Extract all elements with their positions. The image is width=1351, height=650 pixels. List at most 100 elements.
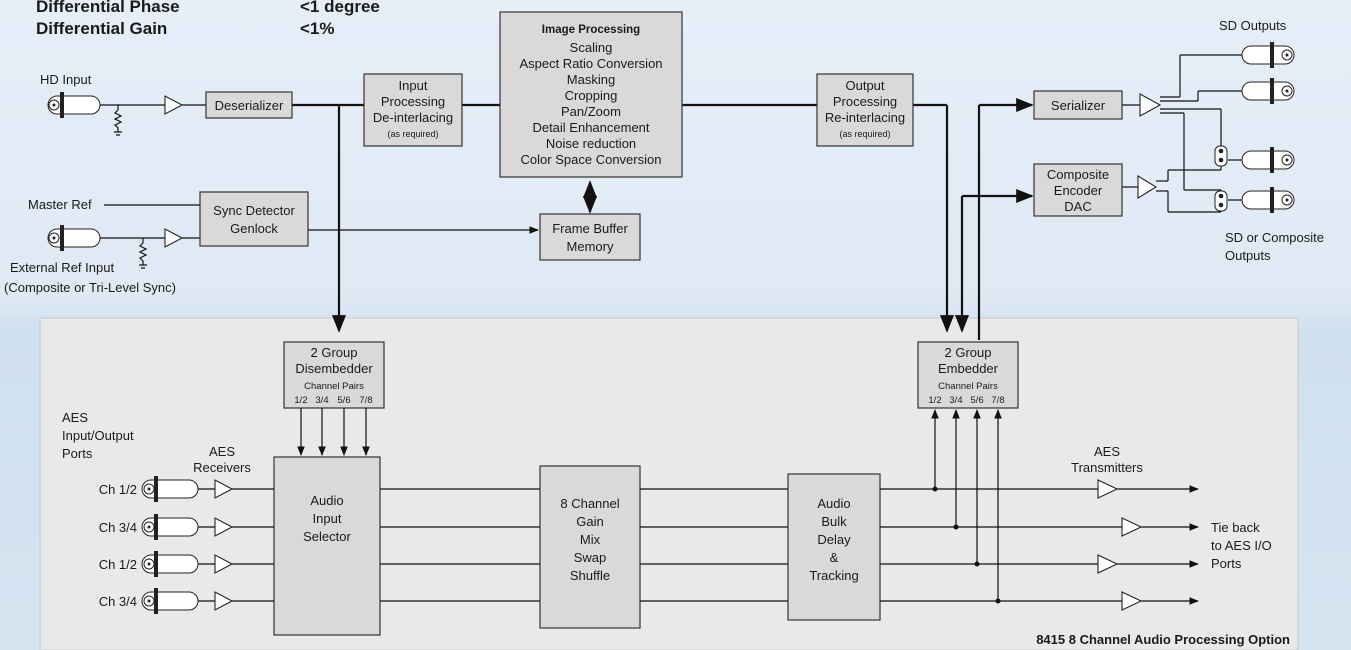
- disembedder-pair-0: 1/2: [294, 395, 307, 406]
- deserializer-block: [205, 91, 293, 119]
- sync-detector-line-2: Genlock: [230, 221, 278, 236]
- sd-composite-label-2: Outputs: [1225, 248, 1271, 263]
- image-processing-item-4: Pan/Zoom: [561, 104, 621, 119]
- output-processing-line-1: Output: [845, 78, 884, 93]
- hd-input-connector-icon: [47, 92, 101, 118]
- audio-option-title: 8415 8 Channel Audio Processing Option: [1036, 632, 1290, 647]
- disembedder-arrows: [297, 408, 370, 456]
- aes-transmitters-label-2: Transmitters: [1071, 460, 1143, 475]
- gain-mix-line-2: Gain: [576, 514, 603, 529]
- input-selector-line-1: Audio: [310, 493, 343, 508]
- sync-detector-block: [199, 191, 309, 247]
- bulk-delay-line-4: &: [830, 550, 839, 565]
- composite-encoder-line-2: Encoder: [1054, 183, 1103, 198]
- composite-encoder-block: [1033, 163, 1123, 217]
- disembedder-pair-2: 5/6: [337, 395, 350, 406]
- audio-input-selector-block: [273, 456, 381, 636]
- output-processing-line-3: Re-interlacing: [825, 110, 905, 125]
- external-ref-connector-icon: [47, 225, 101, 251]
- aes-ports-label-1: AES: [62, 410, 88, 425]
- aes-port-3-connector-icon: [141, 551, 215, 577]
- deserializer-label: Deserializer: [215, 98, 284, 113]
- output-processing-block: [816, 73, 914, 147]
- input-processing-line-2: Processing: [381, 94, 445, 109]
- aes-channel-label-1: Ch 3/4: [99, 520, 137, 535]
- sync-detector-line-1: Sync Detector: [213, 203, 295, 218]
- serializer-driver-icon: [1139, 93, 1162, 117]
- sd-outputs-label: SD Outputs: [1219, 18, 1287, 33]
- image-processing-item-3: Cropping: [565, 88, 618, 103]
- embedder-pair-3: 7/8: [991, 395, 1004, 406]
- output-processing-line-2: Processing: [833, 94, 897, 109]
- ext-ref-buffer-icon: [164, 228, 184, 248]
- audio-wiring: [232, 409, 1199, 605]
- aes-transmitter-3-icon: [1097, 554, 1119, 574]
- external-ref-sublabel: (Composite or Tri-Level Sync): [4, 280, 176, 295]
- hd-input-buffer-icon: [164, 95, 184, 115]
- spec-label-1: Differential Gain: [36, 19, 167, 38]
- sd-output-1-connector-icon: [1241, 42, 1295, 68]
- embedder-block: [917, 341, 1019, 409]
- image-processing-item-5: Detail Enhancement: [532, 120, 649, 135]
- aes-channel-label-0: Ch 1/2: [99, 482, 137, 497]
- embedder-line-1: 2 Group: [945, 345, 992, 360]
- video-wiring: [100, 54, 1242, 340]
- spec-label-0: Differential Phase: [36, 0, 180, 16]
- image-processing-item-0: Scaling: [570, 40, 613, 55]
- aes-port-1-connector-icon: [141, 476, 215, 502]
- serializer-block: [1033, 90, 1123, 120]
- serializer-label: Serializer: [1051, 98, 1106, 113]
- spec-value-0: <1 degree: [300, 0, 380, 16]
- composite-driver-icon: [1137, 175, 1158, 199]
- aes-port-2-connector-icon: [141, 514, 215, 540]
- input-processing-line-3: De-interlacing: [373, 110, 453, 125]
- frame-buffer-line-2: Memory: [567, 239, 614, 254]
- aes-port-4-connector-icon: [141, 588, 215, 614]
- image-processing-item-2: Masking: [567, 72, 615, 87]
- image-processing-title: Image Processing: [542, 24, 640, 36]
- master-ref-label: Master Ref: [28, 197, 92, 212]
- disembedder-pair-3: 7/8: [359, 395, 372, 406]
- aes-transmitter-1-icon: [1097, 479, 1119, 499]
- jumper-2-icon: [1214, 190, 1228, 212]
- bulk-delay-line-2: Bulk: [821, 514, 847, 529]
- frame-buffer-line-1: Frame Buffer: [552, 221, 628, 236]
- image-processing-item-7: Color Space Conversion: [521, 152, 662, 167]
- aes-transmitter-4-icon: [1121, 591, 1143, 611]
- aes-transmitters-label-1: AES: [1094, 444, 1120, 459]
- gain-mix-line-4: Swap: [574, 550, 607, 565]
- gain-mix-line-1: 8 Channel: [560, 496, 619, 511]
- image-processing-block: [499, 11, 683, 178]
- embedder-pair-1: 3/4: [949, 395, 962, 406]
- aes-ports-label-3: Ports: [62, 446, 93, 461]
- bulk-delay-line-5: Tracking: [809, 568, 858, 583]
- sd-composite-label-1: SD or Composite: [1225, 230, 1324, 245]
- jumper-1-icon: [1214, 145, 1228, 167]
- spec-value-1: <1%: [300, 19, 335, 38]
- frame-buffer-block: [539, 213, 641, 261]
- composite-encoder-line-3: DAC: [1064, 199, 1091, 214]
- disembedder-line-2: Disembedder: [295, 361, 373, 376]
- aes-channel-label-2: Ch 1/2: [99, 557, 137, 572]
- image-processing-item-6: Noise reduction: [546, 136, 636, 151]
- audio-option-panel: [39, 317, 1299, 650]
- gain-mix-line-3: Mix: [580, 532, 601, 547]
- bulk-delay-line-3: Delay: [817, 532, 851, 547]
- embedder-pair-0: 1/2: [928, 395, 941, 406]
- aes-receivers-label-1: AES: [209, 444, 235, 459]
- image-processing-item-1: Aspect Ratio Conversion: [519, 56, 662, 71]
- gain-mix-line-5: Shuffle: [570, 568, 610, 583]
- disembedder-channel-pairs: Channel Pairs: [304, 381, 364, 392]
- embedder-line-2: Embedder: [938, 361, 999, 376]
- aes-channel-label-3: Ch 3/4: [99, 594, 137, 609]
- disembedder-pair-1: 3/4: [315, 395, 328, 406]
- hd-input-label: HD Input: [40, 72, 92, 87]
- embedder-channel-pairs: Channel Pairs: [938, 381, 998, 392]
- composite-output-1-connector-icon: [1241, 147, 1295, 173]
- tie-back-label-3: Ports: [1211, 556, 1242, 571]
- output-processing-note: (as required): [839, 129, 890, 139]
- input-processing-note: (as required): [387, 129, 438, 139]
- external-ref-label: External Ref Input: [10, 260, 114, 275]
- aes-receivers-label-2: Receivers: [193, 460, 251, 475]
